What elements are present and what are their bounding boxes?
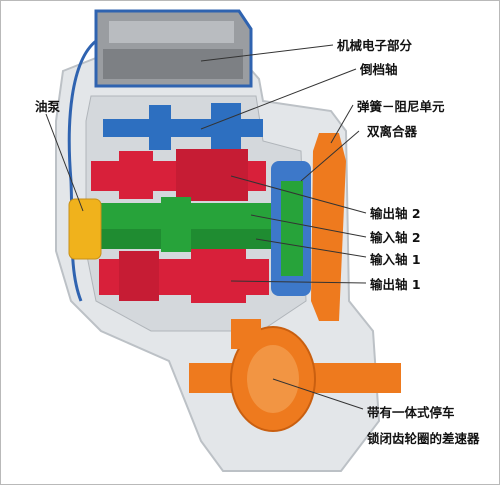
oil-pump	[68, 198, 102, 260]
mechatronics-unit	[94, 9, 253, 88]
output-shaft-1	[99, 249, 269, 303]
leader-differential	[272, 378, 364, 410]
label-mechatronics: 机械电子部分	[337, 38, 413, 53]
label-oil-pump: 油泵	[35, 99, 61, 114]
label-spring-damper: 弹簧－阻尼单元	[357, 99, 445, 114]
leader-oil-pump	[45, 113, 84, 212]
leader-dual-clutch	[300, 130, 360, 182]
differential-flange	[231, 319, 261, 349]
reverse-shaft-gear-a	[149, 105, 171, 150]
mechatronics-block	[103, 49, 243, 79]
leader-output-shaft-1	[230, 280, 367, 284]
reverse-shaft	[103, 103, 263, 151]
output-shaft-1-gear-b	[191, 249, 246, 303]
output-shaft-2-gear-a	[119, 151, 153, 199]
label-output-shaft-1: 输出轴 1	[370, 277, 421, 292]
label-dual-clutch: 双离合器	[367, 124, 418, 139]
label-reverse-shaft: 倒档轴	[360, 62, 398, 77]
label-differential-line1: 带有一体式停车	[367, 405, 455, 420]
leader-spring-damper	[330, 104, 354, 144]
leader-lines	[45, 44, 367, 410]
label-differential-line2: 锁闭齿轮圈的差速器	[367, 431, 480, 446]
input-shafts	[93, 197, 301, 252]
input-shaft-2-body	[93, 203, 301, 229]
dual-clutch-inner	[281, 181, 303, 276]
mechatronics-board	[109, 21, 234, 43]
input-shaft-gear-a	[161, 197, 191, 252]
output-shaft-1-gear-a	[119, 251, 159, 301]
spring-damper-unit	[311, 133, 346, 321]
leader-mechatronics	[200, 44, 334, 62]
output-shaft-2	[91, 149, 266, 201]
leader-reverse-shaft	[200, 68, 357, 130]
reverse-shaft-gear-b	[211, 103, 241, 151]
label-input-shaft-1: 输入轴 1	[370, 252, 421, 267]
label-input-shaft-2: 输入轴 2	[370, 230, 421, 245]
dual-clutch	[271, 161, 311, 296]
leader-input-shaft-1	[255, 238, 367, 258]
label-output-shaft-2: 输出轴 2	[370, 206, 421, 221]
output-shaft-2-gear-b	[176, 149, 248, 201]
leader-input-shaft-2	[250, 214, 367, 238]
leader-output-shaft-2	[230, 175, 367, 214]
